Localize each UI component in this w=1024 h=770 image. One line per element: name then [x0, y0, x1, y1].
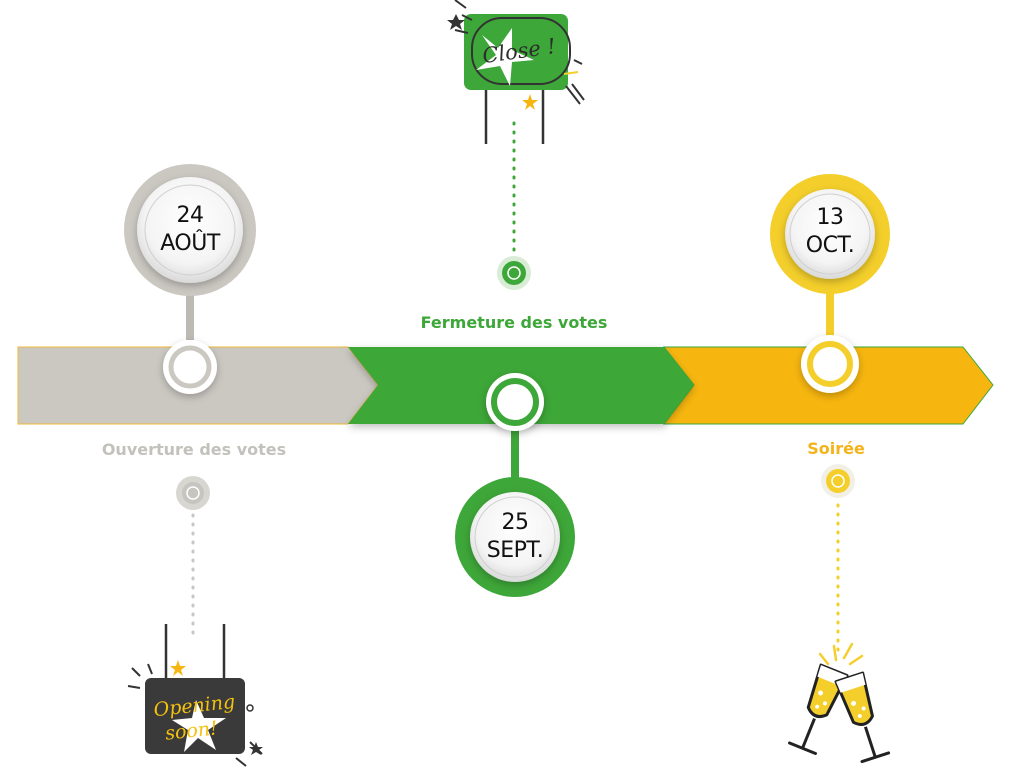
date-month-green: SEPT.: [486, 538, 544, 563]
milestone-yellow: [770, 174, 890, 652]
champagne-glasses-icon: [788, 642, 891, 764]
milestone-gray: [124, 164, 256, 642]
date-text-gray: 24 AOÛT: [160, 202, 220, 258]
date-day-yellow: 13: [816, 205, 844, 230]
close-sign-icon: Close !: [447, 0, 585, 144]
milestone-green: [455, 113, 575, 597]
date-month-yellow: OCT.: [805, 233, 855, 258]
milestone-label-green: Fermeture des votes: [420, 313, 608, 332]
date-month-gray: AOÛT: [160, 231, 220, 256]
date-text-yellow: 13 OCT.: [806, 204, 855, 260]
opening-sign-line2: soon!: [164, 717, 219, 744]
milestone-label-yellow: Soirée: [807, 439, 865, 458]
date-day-green: 25: [501, 510, 529, 535]
milestone-label-gray: Ouverture des votes: [101, 440, 287, 459]
opening-soon-sign-icon: Opening soon!: [127, 624, 263, 767]
date-text-green: 25 SEPT.: [486, 509, 544, 565]
date-day-gray: 24: [176, 203, 204, 228]
